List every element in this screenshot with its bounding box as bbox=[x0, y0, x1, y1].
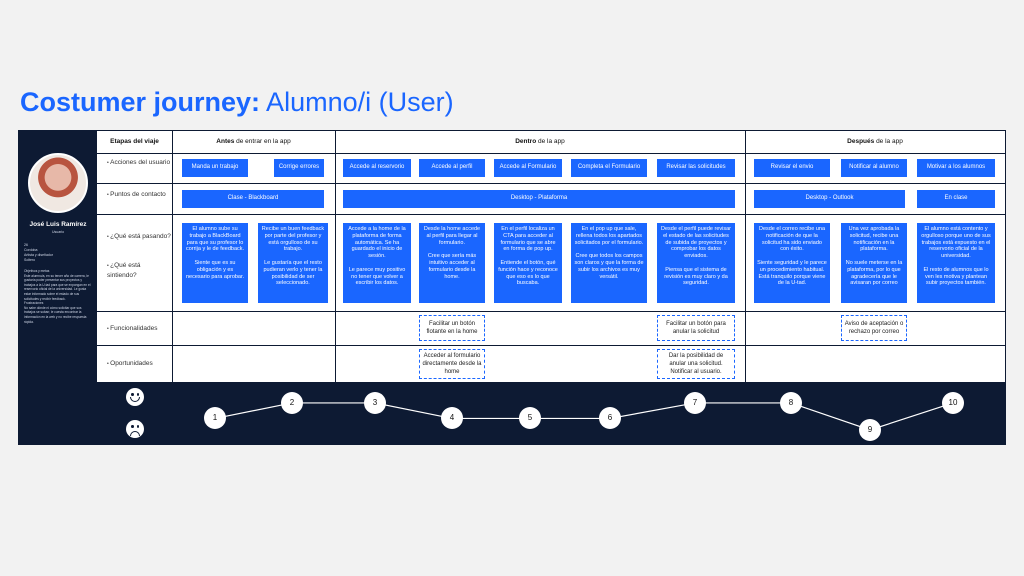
situation-card: En el perfil localiza un CTA para accede… bbox=[494, 223, 562, 303]
emotion-node: 7 bbox=[684, 391, 706, 414]
action-box: Accede al Formulario bbox=[494, 159, 562, 177]
emotion-curve bbox=[214, 402, 954, 431]
situation-card: En el pop up que sale, rellena todos los… bbox=[571, 223, 647, 303]
emotion-node: 8 bbox=[780, 391, 802, 414]
situation-card: Recibe un buen feedback por parte del pr… bbox=[258, 223, 328, 303]
action-box: Completa el Formulario bbox=[571, 159, 647, 177]
emotion-node: 5 bbox=[519, 407, 541, 430]
touchpoint-box: En clase bbox=[917, 190, 995, 208]
emotion-node: 3 bbox=[364, 391, 386, 414]
action-box: Revisar el envio bbox=[754, 159, 830, 177]
touchpoint-box: Clase - Blackboard bbox=[182, 190, 324, 208]
emotion-node: 4 bbox=[441, 407, 463, 430]
phase-after: Después de la app bbox=[847, 138, 903, 145]
action-box: Motivar a los alumnos bbox=[917, 159, 995, 177]
situation-card: El alumno sube su trabajo a BlackBoard p… bbox=[182, 223, 248, 303]
row-label-oportunidades: Oportunidades bbox=[107, 359, 171, 369]
emotion-node: 2 bbox=[281, 391, 303, 414]
row-label-acciones: Acciones del usuario bbox=[107, 158, 171, 168]
emotion-band: 1 2 3 4 5 6 7 8 9 10 bbox=[97, 382, 1005, 444]
phase-before: Antes de entrar en la app bbox=[216, 138, 291, 145]
emotion-node: 6 bbox=[599, 407, 621, 430]
action-box: Manda un trabajo bbox=[182, 159, 248, 177]
action-box: Accede al reservorio bbox=[343, 159, 411, 177]
sad-face-icon bbox=[126, 420, 144, 438]
situation-card: Desde el correo recibe una notificación … bbox=[754, 223, 830, 303]
opportunity-note: Acceder al formulario directamente desde… bbox=[419, 349, 485, 379]
profile-meta: 26 Cordoba Artista y diseñador Soltero bbox=[24, 243, 53, 262]
opportunity-note: Dar la posibilidad de anular una solicit… bbox=[657, 349, 735, 379]
profile-bio: Objetivos y metas Este alumno/a, en su t… bbox=[24, 269, 91, 324]
row-label-pasando: ¿Qué está pasando? bbox=[107, 232, 171, 242]
emotion-node: 9 bbox=[859, 419, 881, 441]
feature-note: Aviso de aceptación o rechazo por correo bbox=[841, 315, 907, 341]
stages-label: Etapas del viaje bbox=[110, 138, 159, 145]
action-box: Corrige errores bbox=[274, 159, 324, 177]
situation-card: Desde la home accede al perfil para lleg… bbox=[419, 223, 485, 303]
touchpoint-box: Desktop - Plataforma bbox=[343, 190, 735, 208]
row-label-sintiendo: ¿Qué está sintiendo? bbox=[107, 261, 171, 280]
user-profile-panel: José Luis Ramírez Usuario 26 Cordoba Art… bbox=[19, 131, 97, 444]
situation-card: Accede a la home de la plataforma de for… bbox=[343, 223, 411, 303]
row-label-puntos: Puntos de contacto bbox=[107, 190, 171, 200]
page-title: Costumer journey: Alumno/i (User) bbox=[20, 87, 454, 117]
action-box: Accede al perfil bbox=[419, 159, 485, 177]
emotion-node: 1 bbox=[204, 407, 226, 430]
profile-role: Usuario bbox=[51, 230, 65, 234]
emotion-node: 10 bbox=[942, 391, 964, 414]
touchpoint-box: Desktop - Outlook bbox=[754, 190, 905, 208]
profile-name: José Luis Ramírez bbox=[29, 221, 87, 228]
action-box: Notificar al alumno bbox=[841, 159, 907, 177]
phase-during: Dentro de la app bbox=[515, 138, 565, 145]
feature-note: Facilitar un botón para anular la solici… bbox=[657, 315, 735, 341]
situation-card: Una vez aprobada la solicitud, recibe un… bbox=[841, 223, 907, 303]
row-label-funcionalidades: Funcionalidades bbox=[107, 324, 171, 334]
journey-board: José Luis Ramírez Usuario 26 Cordoba Art… bbox=[18, 130, 1006, 445]
action-box: Revisar las solicitudes bbox=[657, 159, 735, 177]
smile-face-icon bbox=[126, 388, 144, 406]
feature-note: Facilitar un botón flotante en la home bbox=[419, 315, 485, 341]
avatar bbox=[28, 153, 88, 213]
situation-card: Desde el perfil puede revisar el estado … bbox=[657, 223, 735, 303]
emotion-line bbox=[214, 402, 954, 431]
situation-card: El alumno está contento y orgulloso porq… bbox=[917, 223, 995, 303]
journey-grid: Etapas del viaje Antes de entrar en la a… bbox=[97, 131, 1005, 444]
